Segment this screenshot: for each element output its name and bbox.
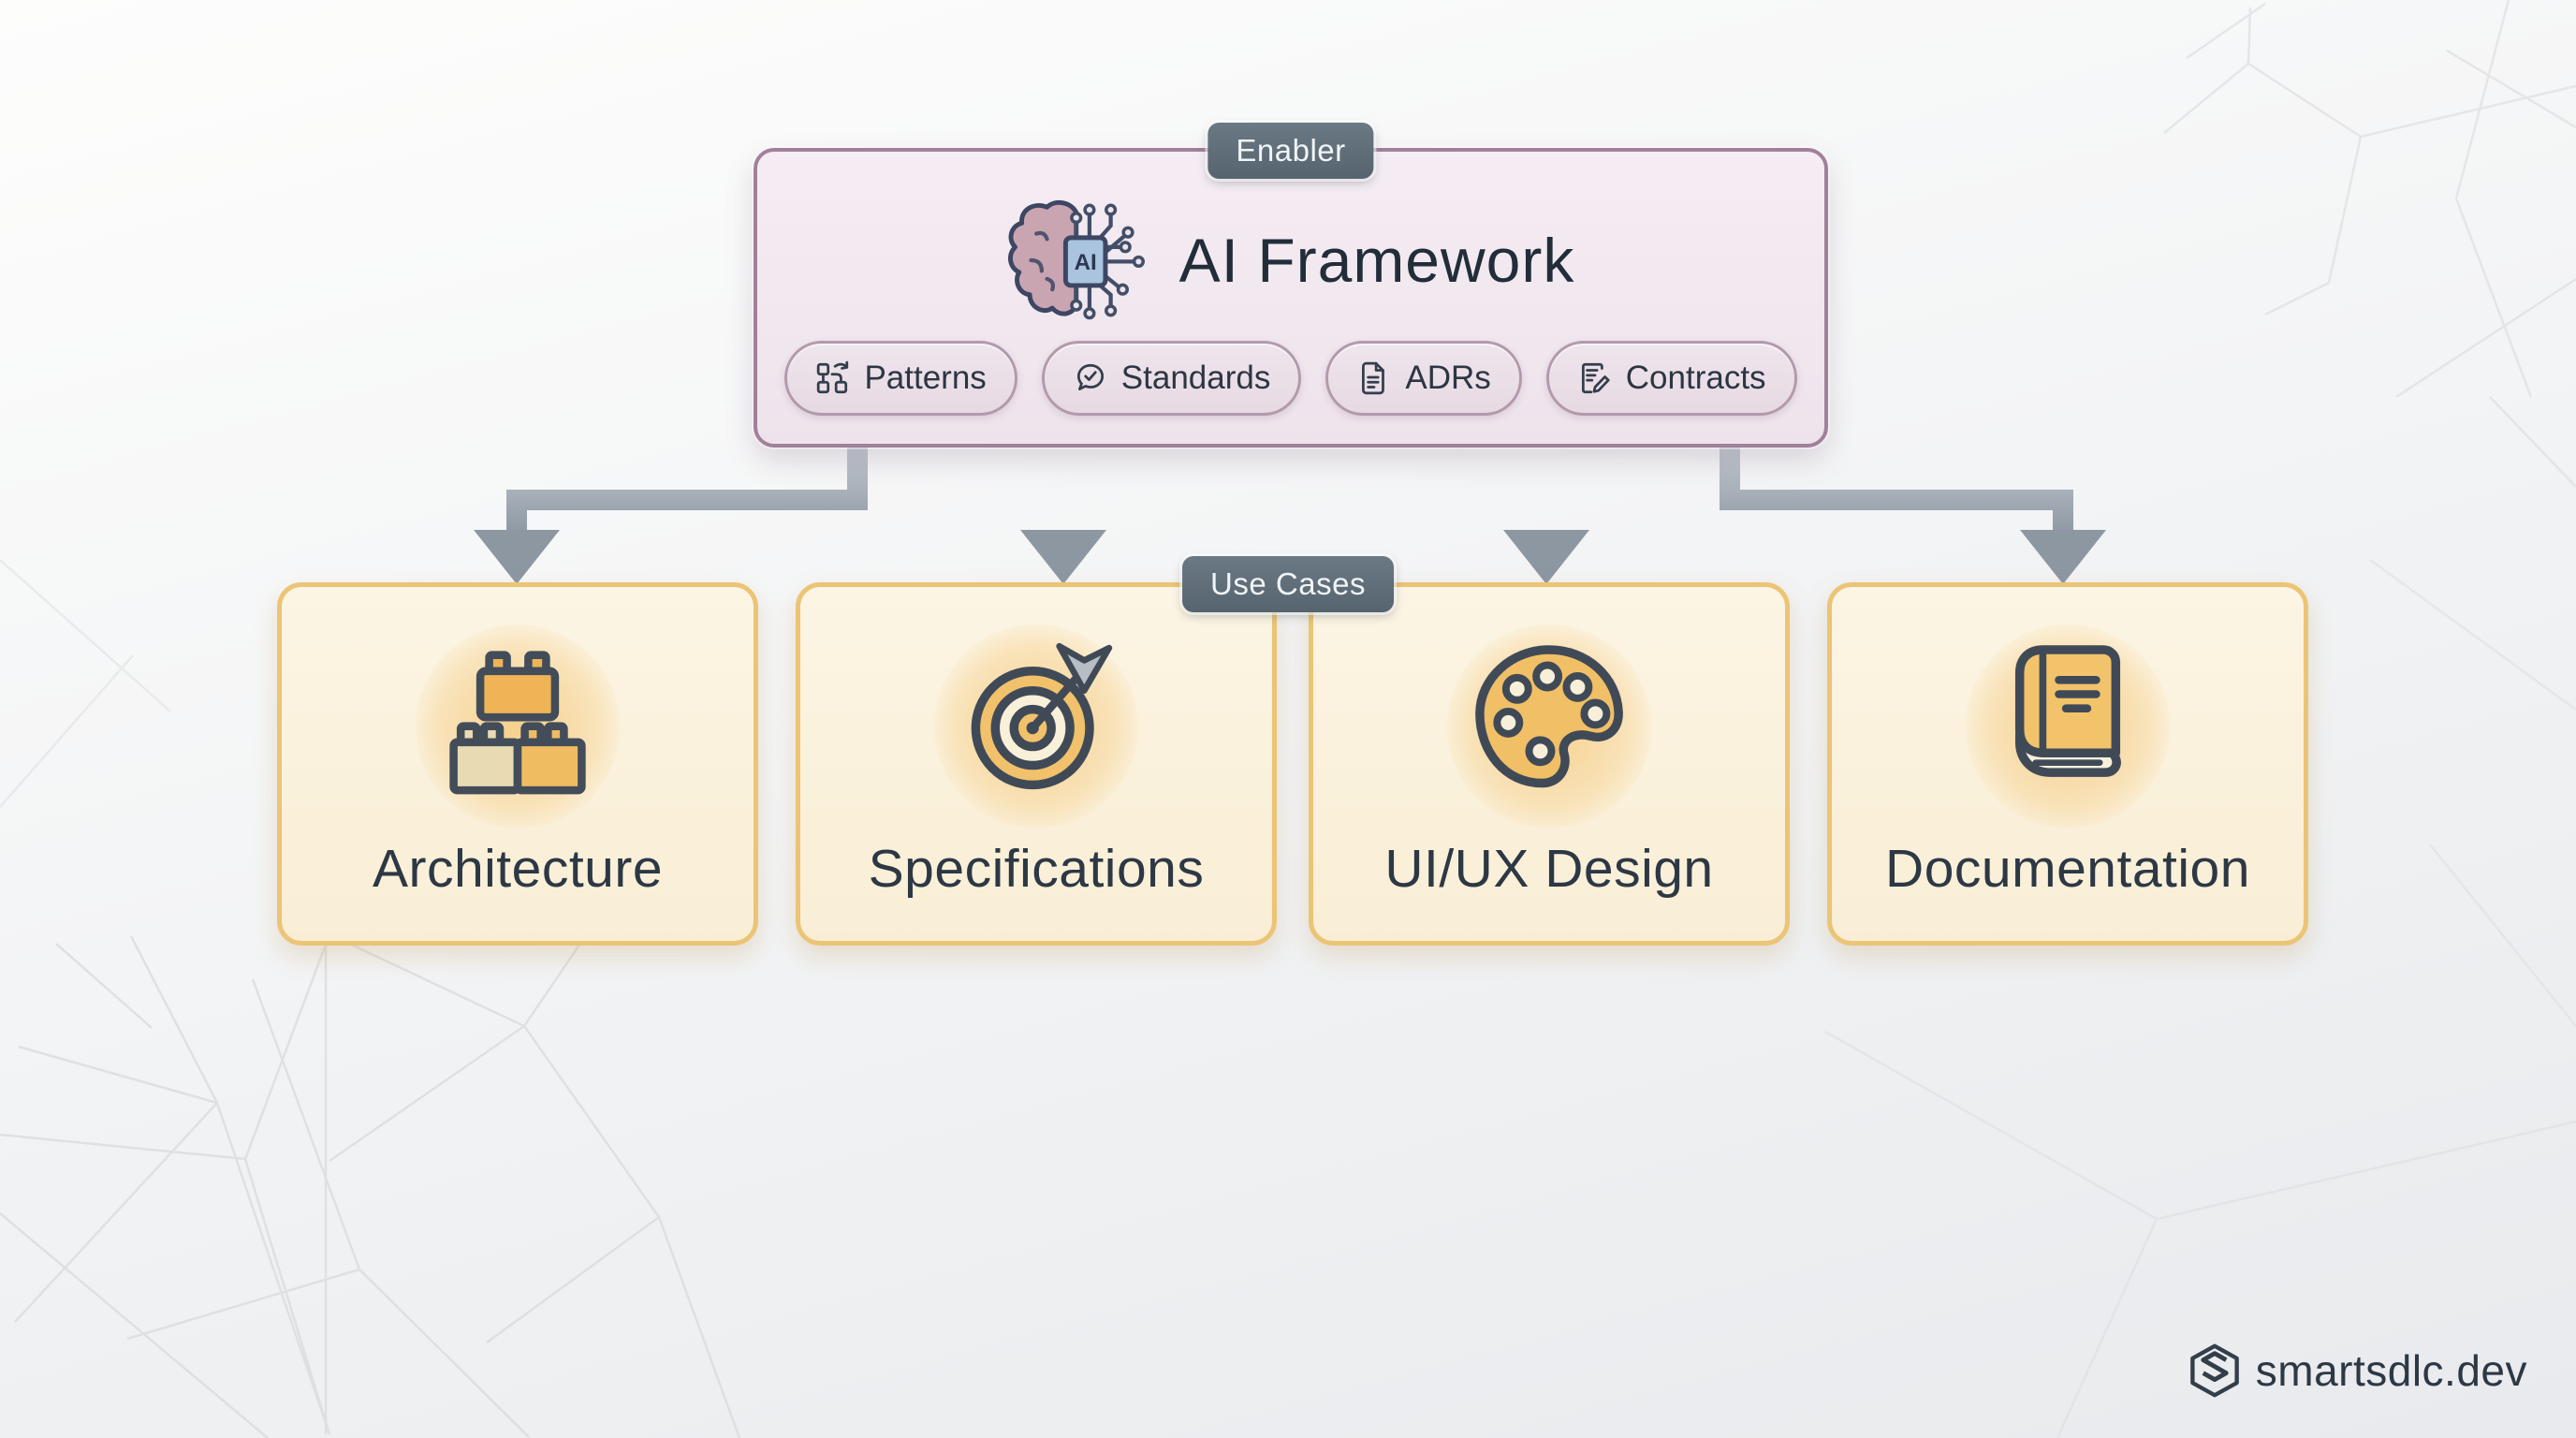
chip-contracts: Contracts [1545, 341, 1797, 416]
chip-standards: Standards [1041, 341, 1302, 416]
architecture-bricks-icon [449, 651, 586, 795]
card-label: Architecture [372, 839, 664, 899]
enabler-chip-row: Patterns Standards ADRs [757, 341, 1824, 416]
smartsdlc-logo-icon [2189, 1343, 2239, 1398]
ai-framework-header: AI AI Framework [757, 185, 1824, 335]
adrs-document-icon [1362, 361, 1385, 395]
contracts-edit-document-icon [1581, 362, 1610, 394]
chip-label: Standards [1120, 360, 1271, 396]
ai-framework-title: AI Framework [1178, 226, 1575, 295]
patterns-workflow-icon [817, 360, 849, 394]
enabler-badge: Enabler [1208, 123, 1374, 179]
brand-text: smartsdlc.dev [2255, 1346, 2527, 1395]
arrowhead-documentation [2020, 530, 2106, 584]
use-cases-badge: Use Cases [1182, 556, 1394, 612]
documentation-book-icon [2014, 645, 2121, 777]
card-specifications: Specifications [796, 582, 1277, 946]
connector-documentation [1720, 433, 2073, 532]
icon-glow [416, 624, 620, 829]
arrowhead-architecture [474, 530, 560, 584]
card-label: Specifications [868, 839, 1205, 899]
connector-architecture [506, 433, 868, 532]
card-label: Documentation [1885, 839, 2250, 899]
chip-label: ADRs [1405, 360, 1491, 396]
chip-label: Contracts [1625, 360, 1766, 396]
arrowhead-specifications [1020, 530, 1106, 584]
uiux-palette-icon [1475, 645, 1623, 788]
card-documentation: Documentation [1827, 582, 2308, 946]
card-label: UI/UX Design [1384, 839, 1714, 899]
ai-framework-box: Enabler AI AI Framework [754, 123, 1828, 448]
specifications-target-icon [971, 642, 1113, 790]
arrowhead-uiux [1503, 530, 1589, 584]
card-uiux-design: UI/UX Design [1309, 582, 1790, 946]
ai-brain-circuit-icon: AI [1007, 199, 1145, 320]
standards-check-bubble-icon [1076, 363, 1104, 390]
chip-adrs: ADRs [1325, 341, 1522, 416]
ai-chip-text: AI [1074, 250, 1096, 275]
card-architecture: Architecture [277, 582, 758, 946]
footer-brand: smartsdlc.dev [2188, 1343, 2527, 1399]
chip-patterns: Patterns [784, 341, 1017, 416]
chip-label: Patterns [864, 360, 987, 396]
